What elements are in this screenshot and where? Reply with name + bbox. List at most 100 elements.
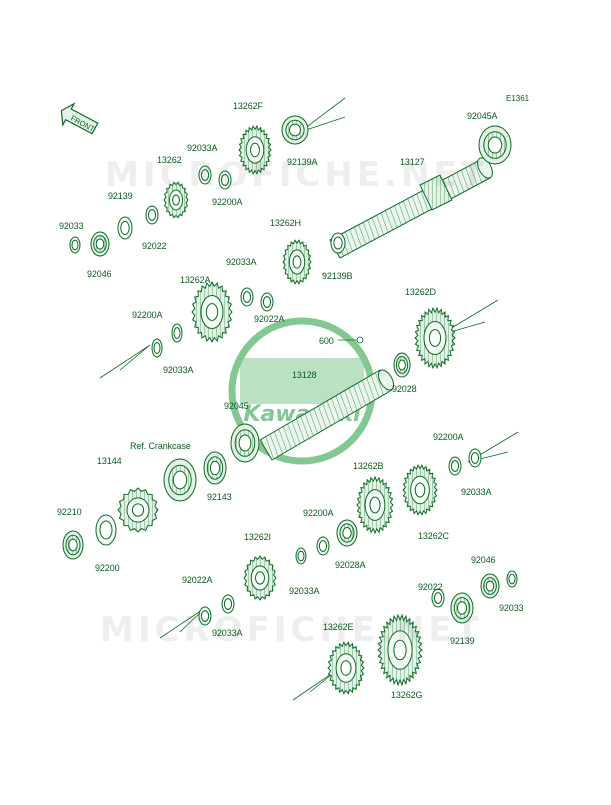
part-label: 92033A (163, 365, 194, 375)
part-label: 92046 (471, 555, 496, 565)
part-label: 92022A (182, 575, 213, 585)
washer-hole (262, 296, 272, 308)
washer-part (117, 216, 133, 240)
gear-part (327, 641, 365, 695)
bearing-part (450, 592, 474, 624)
gear-bore (205, 303, 219, 321)
bearing-bore (172, 470, 188, 490)
part-label: 13262F (233, 101, 263, 111)
bearing-bore (342, 527, 352, 539)
bearing-bore (456, 601, 468, 615)
washer-part (506, 570, 518, 588)
part-label: Ref. Crankcase (130, 441, 191, 451)
part-label: 13262B (353, 461, 384, 471)
part-label: 13144 (97, 456, 122, 466)
front-arrow-icon: FRONT (60, 102, 99, 135)
part-label: 92033 (59, 221, 84, 231)
bearing-part (480, 573, 500, 599)
part-label: 92200A (433, 432, 464, 442)
bearing-bore (95, 238, 105, 250)
gear-bore (172, 194, 180, 206)
bearing-bore (487, 136, 503, 154)
washer-part (218, 170, 232, 190)
bearing-part (230, 423, 260, 463)
bearing-bore (209, 460, 221, 476)
diagram-code: E1361 (506, 94, 530, 103)
part-label: 92022 (418, 582, 443, 592)
part-label: 13262C (418, 531, 449, 541)
gear-bore (131, 503, 145, 517)
washer-hole (333, 236, 343, 250)
gear-bore (393, 639, 407, 661)
gear-part (238, 125, 272, 175)
gear-part (191, 280, 233, 344)
part-label: 92033A (187, 143, 218, 153)
bearing-bore (68, 538, 78, 552)
gear-part (117, 487, 159, 533)
washer-hole (71, 239, 79, 251)
washer-hole (147, 209, 157, 221)
washer-hole (173, 327, 181, 339)
part-label: 92033A (461, 487, 492, 497)
washer-part (260, 292, 274, 312)
part-label: 92033A (212, 628, 243, 638)
bearing-part (281, 115, 309, 145)
washer-hole (200, 169, 210, 181)
gear-bore (369, 496, 381, 514)
gear-bore (414, 482, 426, 498)
part-label: 92210 (57, 507, 82, 517)
part-label: 92200A (212, 197, 243, 207)
gear-bore (292, 255, 302, 269)
watermark-top: MICROFICHE.NET (105, 155, 488, 195)
washer-hole (470, 452, 480, 464)
part-label: 92045 (224, 401, 249, 411)
part-label: 92028A (335, 560, 366, 570)
washer-hole (450, 460, 460, 472)
part-label: 92033A (289, 586, 320, 596)
gear-part (356, 475, 394, 535)
gear-part (414, 306, 456, 370)
part-label: 92046 (87, 269, 112, 279)
part-label: 13127 (400, 157, 425, 167)
bearing-part (163, 458, 197, 502)
washer-part (198, 606, 212, 626)
washer-part (171, 323, 183, 343)
part-label: 92200 (95, 563, 120, 573)
washer-part (330, 232, 346, 254)
washer-part (95, 514, 117, 546)
washer-hole (120, 220, 130, 236)
bearing-bore (398, 359, 406, 371)
gear-bore (428, 329, 442, 347)
part-label: 92033A (226, 257, 257, 267)
part-label: 92028 (392, 384, 417, 394)
washer-hole (153, 342, 161, 354)
part-label: 92143 (207, 492, 232, 502)
bearing-bore (289, 123, 301, 137)
part-label: 92200A (132, 310, 163, 320)
part-label: 92033 (499, 603, 524, 613)
bearing-part (393, 352, 411, 378)
bearing-bore (485, 580, 495, 592)
part-label: 92139 (450, 636, 475, 646)
part-label: 13262G (391, 690, 423, 700)
part-label: 13262H (270, 218, 301, 228)
washer-part (431, 588, 445, 608)
main-shaft (329, 157, 493, 259)
part-label: 13128 (292, 370, 317, 380)
part-label: 92139 (108, 191, 133, 201)
gear-bore (255, 571, 265, 585)
bearing-part (203, 451, 227, 485)
washer-hole (99, 520, 113, 540)
washer-hole (433, 592, 443, 604)
washer-hole (220, 174, 230, 186)
part-label: 13262 (157, 155, 182, 165)
bearing-part (90, 231, 110, 257)
part-label: 600 (319, 336, 334, 346)
bearing-part (336, 519, 358, 547)
gear-part (282, 239, 312, 285)
counter-shaft (259, 369, 395, 461)
washer-part (316, 536, 330, 556)
washer-part (221, 594, 235, 614)
